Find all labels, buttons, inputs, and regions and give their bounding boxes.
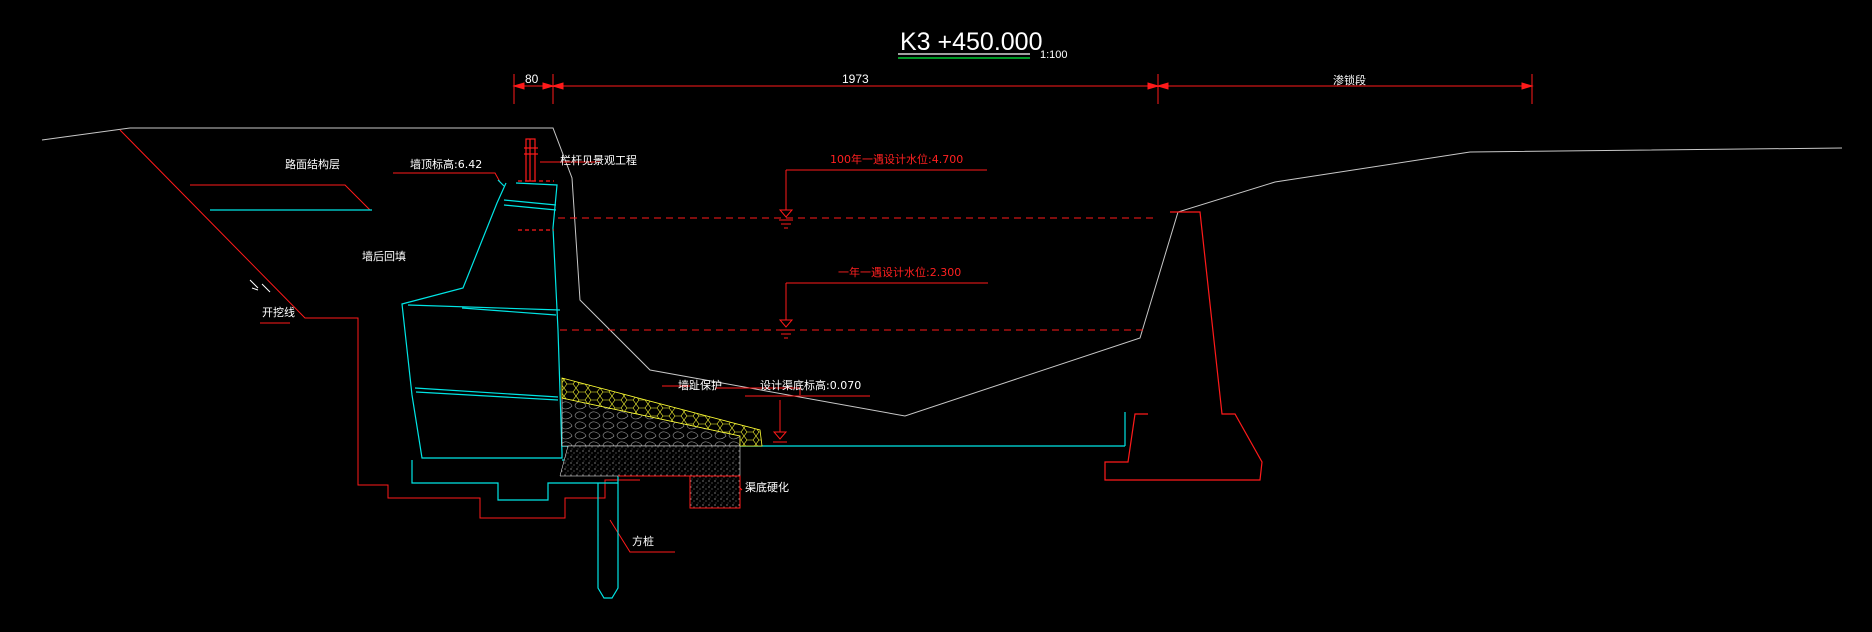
leader-lines [190,161,870,553]
pavement-label: 路面结构层 [285,157,340,171]
square-pile [597,483,619,599]
dim-right-label: 渗锁段 [1333,73,1366,87]
toe-protection-label: 墙趾保护 [678,378,722,392]
flood-level-label: 100年一遇设计水位:4.700 [830,152,963,166]
channel-harden-label: 渠底硬化 [745,480,789,494]
railing-post [518,138,554,231]
channel-bottom-marker [772,400,788,443]
existing-ground-line [41,127,1843,417]
station-title: K3 +450.000 [900,28,1043,56]
normal-water-level [560,282,1148,339]
normal-level-label: 一年一遇设计水位:2.300 [838,265,961,279]
drawing-title: K3 +450.000 1:100 [898,28,1068,61]
channel-bottom-label: 设计渠底标高:0.070 [760,378,861,392]
excavation-line [119,129,640,519]
dim-left-width: 80 [525,72,539,86]
wall-top-elevation-label: 墙顶标高:6.42 [410,157,482,171]
dim-channel-width: 1973 [842,72,869,86]
pile-label: 方桩 [632,534,654,548]
backfill-label: 墙后回填 [362,249,406,263]
flood-water-level [558,169,1158,229]
scale-label: 1:100 [1040,49,1068,61]
excavation-label: 开挖线 [262,305,295,319]
toe-protection [559,377,763,509]
cofferdam [1104,211,1263,481]
railing-label: 栏杆见景观工程 [560,153,637,167]
dimension-line [512,74,1534,104]
